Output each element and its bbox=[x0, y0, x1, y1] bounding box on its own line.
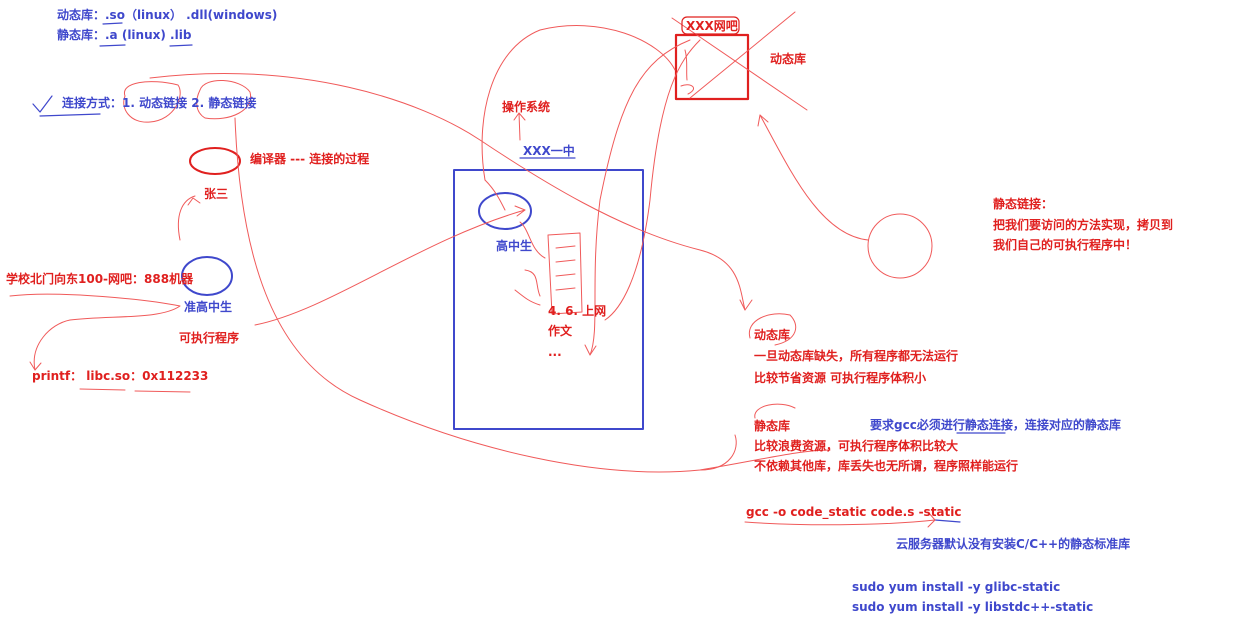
stroke-exe-to-school bbox=[254, 209, 526, 326]
stroke-loop-to-cafe bbox=[481, 25, 676, 181]
static-lib-point-2: 不依赖其他库，库丢失也无所谓，程序照样能运行 bbox=[754, 459, 1019, 473]
cloud-server-note: 云服务器默认没有安装C/C++的静态标准库 bbox=[896, 537, 1131, 551]
stroke-os-arrow bbox=[513, 112, 526, 141]
stroke-doc-lines bbox=[555, 245, 576, 291]
checkmark bbox=[32, 95, 53, 113]
pre-high-schooler-label: 准高中生 bbox=[184, 300, 233, 314]
pre-high-schooler-ellipse bbox=[181, 256, 233, 296]
underline-link-method bbox=[39, 113, 101, 117]
stroke-printf-underline bbox=[79, 388, 191, 393]
dynamic-lib-top-label: 动态库 bbox=[770, 52, 807, 66]
stroke-static-lib-loop bbox=[754, 403, 796, 419]
link-methods: 连接方式：1. 动态链接 2. 静态链接 bbox=[62, 96, 257, 110]
stroke-address-loop bbox=[9, 293, 181, 371]
high-schooler-label: 高中生 bbox=[496, 239, 533, 253]
cross-line-2 bbox=[689, 11, 796, 99]
stroke-cafe-line-2 bbox=[589, 39, 691, 356]
stroke-circle-arrow bbox=[757, 114, 769, 127]
compiler-ellipse bbox=[189, 147, 241, 175]
stroke-schedule-doc bbox=[547, 232, 583, 315]
stroke-long-left bbox=[234, 117, 831, 473]
internet-cafe-box bbox=[674, 33, 750, 101]
high-schooler-ellipse bbox=[478, 192, 532, 230]
static-link-title: 静态链接： bbox=[993, 197, 1054, 211]
stroke-dynamic-lib-loop bbox=[748, 313, 797, 346]
underline-a bbox=[99, 44, 126, 47]
stroke-cafe-inner bbox=[680, 49, 694, 95]
stroke-arrow-to-dynamic bbox=[739, 299, 753, 311]
stroke-link-loop-2 bbox=[196, 79, 252, 120]
essay-label: 作文 bbox=[548, 324, 573, 338]
stroke-cafe-arrow bbox=[584, 344, 597, 356]
schedule-item-label: 4. 6. 上网 bbox=[548, 304, 607, 318]
operating-system-label: 操作系统 bbox=[502, 100, 551, 114]
dynamic-lib-title: 动态库 bbox=[754, 328, 791, 342]
stroke-high-school-lines bbox=[514, 221, 546, 306]
stroke-loop-down bbox=[484, 179, 506, 211]
static-lib-requirement: 要求gcc必须进行静态连接，连接对应的静态库 bbox=[870, 418, 1121, 432]
stroke-link-loop-1 bbox=[123, 81, 181, 123]
stroke-gcc-underline bbox=[744, 519, 936, 526]
zhang-san-label: 张三 bbox=[204, 187, 229, 201]
stroke-printf-arrow bbox=[29, 361, 42, 371]
school-box bbox=[453, 169, 644, 430]
dynamic-lib-point-2: 比较节省资源 可执行程序体积小 bbox=[754, 371, 927, 385]
static-link-desc-2: 我们自己的可执行程序中！ bbox=[993, 238, 1138, 252]
static-lib-point-1: 比较浪费资源，可执行程序体积比较大 bbox=[754, 439, 959, 453]
stroke-gcc-arrow bbox=[927, 511, 936, 528]
underline-lib bbox=[169, 44, 193, 47]
ellipsis-label: ... bbox=[548, 345, 562, 359]
gcc-static-command: gcc -o code_static code.s -static bbox=[746, 505, 962, 519]
school-address-label: 学校北门向东100-网吧：888机器 bbox=[6, 272, 194, 286]
executable-label: 可执行程序 bbox=[179, 331, 240, 345]
install-glibc-static: sudo yum install -y glibc-static bbox=[852, 580, 1061, 594]
stroke-cafe-down bbox=[604, 39, 701, 321]
stroke-exe-to-school-arrow bbox=[514, 205, 526, 217]
compiler-label: 编译器 --- 连接的过程 bbox=[250, 152, 370, 166]
stroke-top-arc bbox=[149, 73, 746, 311]
printf-libc-label: printf： libc.so：0x112233 bbox=[32, 369, 209, 383]
cafe-label-box bbox=[681, 16, 740, 35]
static-link-desc-1: 把我们要访问的方法实现，拷贝到 bbox=[993, 218, 1174, 232]
underline-static-lib-cmd bbox=[934, 519, 961, 523]
underline-so bbox=[102, 22, 123, 25]
stroke-arrow-zhangsan bbox=[187, 197, 201, 206]
placeholder-circle bbox=[867, 213, 933, 279]
internet-cafe-label: XXX网吧 bbox=[686, 19, 738, 33]
static-lib-title: 静态库 bbox=[754, 419, 791, 433]
cross-line-1 bbox=[671, 17, 808, 111]
stroke-right-ellipse-link bbox=[699, 434, 737, 471]
school-name-label: XXX一中 bbox=[523, 144, 575, 158]
dynamic-lib-point-1: 一旦动态库缺失，所有程序都无法运行 bbox=[754, 349, 959, 363]
stroke-circle-to-cafe bbox=[759, 114, 869, 241]
install-libstdcpp-static: sudo yum install -y libstdc++-static bbox=[852, 600, 1094, 614]
stroke-left-bracket bbox=[177, 195, 196, 241]
static-lib-definition: 静态库：.a (linux) .lib bbox=[57, 28, 192, 42]
dynamic-lib-definition: 动态库：.so（linux） .dll(windows) bbox=[57, 8, 278, 22]
